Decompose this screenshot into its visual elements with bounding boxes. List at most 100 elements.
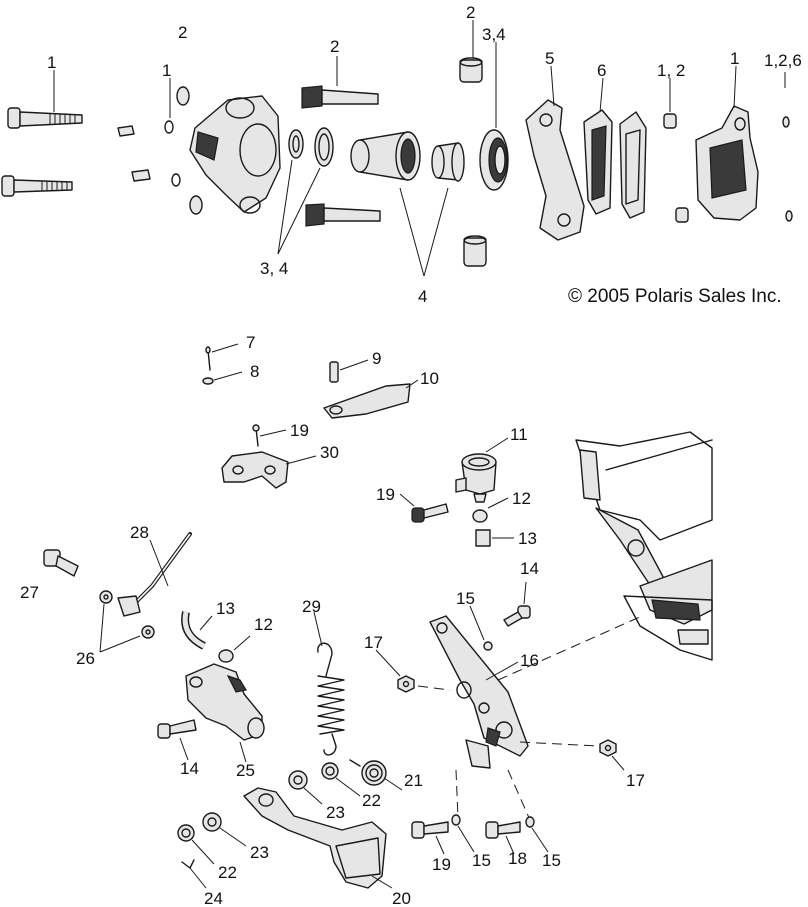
return-spring (317, 642, 345, 756)
pad-pin-bushing-upper (663, 113, 677, 129)
leader-14-master (179, 737, 189, 761)
callout-21: 21 (404, 771, 423, 790)
callout-8: 8 (250, 362, 259, 381)
callout-3-4-top: 3,4 (482, 25, 506, 44)
leader-22-upper (335, 777, 361, 797)
callout-16: 16 (520, 651, 539, 670)
pedal-bushing-23-upper (288, 770, 308, 790)
leader-25 (239, 741, 247, 763)
bushing-upper (459, 57, 483, 83)
retaining-clip-lower (785, 210, 793, 222)
callout-15-mid: 15 (472, 851, 491, 870)
leader-23-lower (219, 827, 247, 847)
screw-19-reservoir (411, 503, 449, 523)
washer-15-lower (525, 816, 535, 828)
callout-30: 30 (320, 443, 339, 462)
crush-washer-upper (99, 590, 113, 604)
bleeder-screw-lower (131, 169, 151, 182)
leader-20 (371, 875, 393, 889)
caliper-bolt-lower (1, 175, 73, 197)
brake-pad-inner (583, 109, 613, 215)
screw-19-top (252, 424, 260, 447)
cotter-pin (181, 859, 195, 869)
master-cylinder (185, 663, 265, 741)
bleeder-screw-upper (117, 125, 135, 137)
callout-19-reservoir: 19 (376, 485, 395, 504)
leader-24 (189, 867, 207, 889)
callout-27: 27 (20, 583, 39, 602)
leader-18 (505, 835, 515, 855)
reservoir-bracket (323, 383, 411, 419)
leader-19-top (259, 429, 287, 437)
callout-29: 29 (302, 597, 321, 616)
leader-15-lower (531, 827, 549, 853)
washer-8 (202, 377, 214, 385)
caliper-piston (350, 131, 421, 181)
leader-13-lower (199, 615, 213, 631)
leader-12-lower (233, 635, 251, 651)
callout-15-lower: 15 (542, 851, 561, 870)
callout-1-2-right: 1, 2 (657, 61, 685, 80)
leader-17-left (375, 649, 401, 677)
callout-10: 10 (420, 369, 439, 388)
leader-7 (211, 343, 239, 353)
guide-pin-upper (301, 85, 379, 109)
callout-18: 18 (508, 849, 527, 868)
callout-2-pin: 2 (330, 37, 339, 56)
caliper-housing (189, 95, 281, 214)
leader-30 (285, 455, 317, 465)
callout-13-upper: 13 (518, 529, 537, 548)
retaining-clip-upper (782, 116, 790, 128)
leader-29 (313, 611, 323, 647)
leader-12-upper (487, 497, 509, 509)
leader-23-upper (303, 787, 323, 805)
brake-line (117, 532, 192, 617)
leader-26-b (99, 635, 141, 653)
caliper-bracket (525, 99, 585, 241)
callout-1-right: 1 (730, 49, 739, 68)
piston-cup (431, 142, 465, 182)
leader-22-lower (191, 839, 215, 865)
callout-1-small: 1 (162, 61, 171, 80)
callout-17-left: 17 (364, 633, 383, 652)
callout-28: 28 (130, 523, 149, 542)
callout-24: 24 (204, 889, 223, 907)
callout-5: 5 (545, 49, 554, 68)
top-leaders (53, 20, 786, 277)
caliper-bolt-upper (7, 107, 83, 129)
hose-13-upper (475, 529, 491, 547)
washer-22-upper (321, 762, 339, 780)
leader-11 (485, 437, 509, 453)
callout-22-upper: 22 (362, 791, 381, 810)
piston-seal-small (288, 129, 304, 159)
leader-8 (213, 371, 243, 381)
caliper-outer-half (695, 105, 759, 221)
vehicle-frame (575, 431, 713, 661)
leader-26-a (99, 603, 105, 653)
leader-17-right (611, 755, 625, 771)
guide-pin-lower (305, 203, 381, 227)
nut-17-right (599, 739, 617, 757)
brake-fluid-reservoir (455, 453, 497, 503)
callout-19-bottom: 19 (432, 855, 451, 874)
callout-17-right: 17 (626, 771, 645, 790)
dust-boot (479, 129, 509, 191)
callout-14-plate: 14 (520, 559, 539, 578)
hose-clamp-12-upper (472, 509, 488, 523)
callout-labels: 1 2 1 2 2 3,4 5 6 1, 2 1 1,2,6 3, 4 4 7 … (20, 3, 802, 907)
leader-9 (339, 359, 369, 371)
caliper-small-seals (164, 86, 203, 215)
callout-9: 9 (372, 349, 381, 368)
callout-19-top: 19 (290, 421, 309, 440)
callout-20: 20 (392, 889, 411, 907)
callout-1-bolt: 1 (47, 53, 56, 72)
screw-7 (205, 346, 211, 371)
callout-26: 26 (76, 649, 95, 668)
callout-11: 11 (510, 425, 528, 444)
leader-16 (485, 661, 519, 681)
mounting-clamp (221, 451, 289, 489)
hose-13-lower (181, 611, 206, 650)
brake-pedal (243, 787, 387, 889)
brake-pad-outer (619, 111, 647, 219)
